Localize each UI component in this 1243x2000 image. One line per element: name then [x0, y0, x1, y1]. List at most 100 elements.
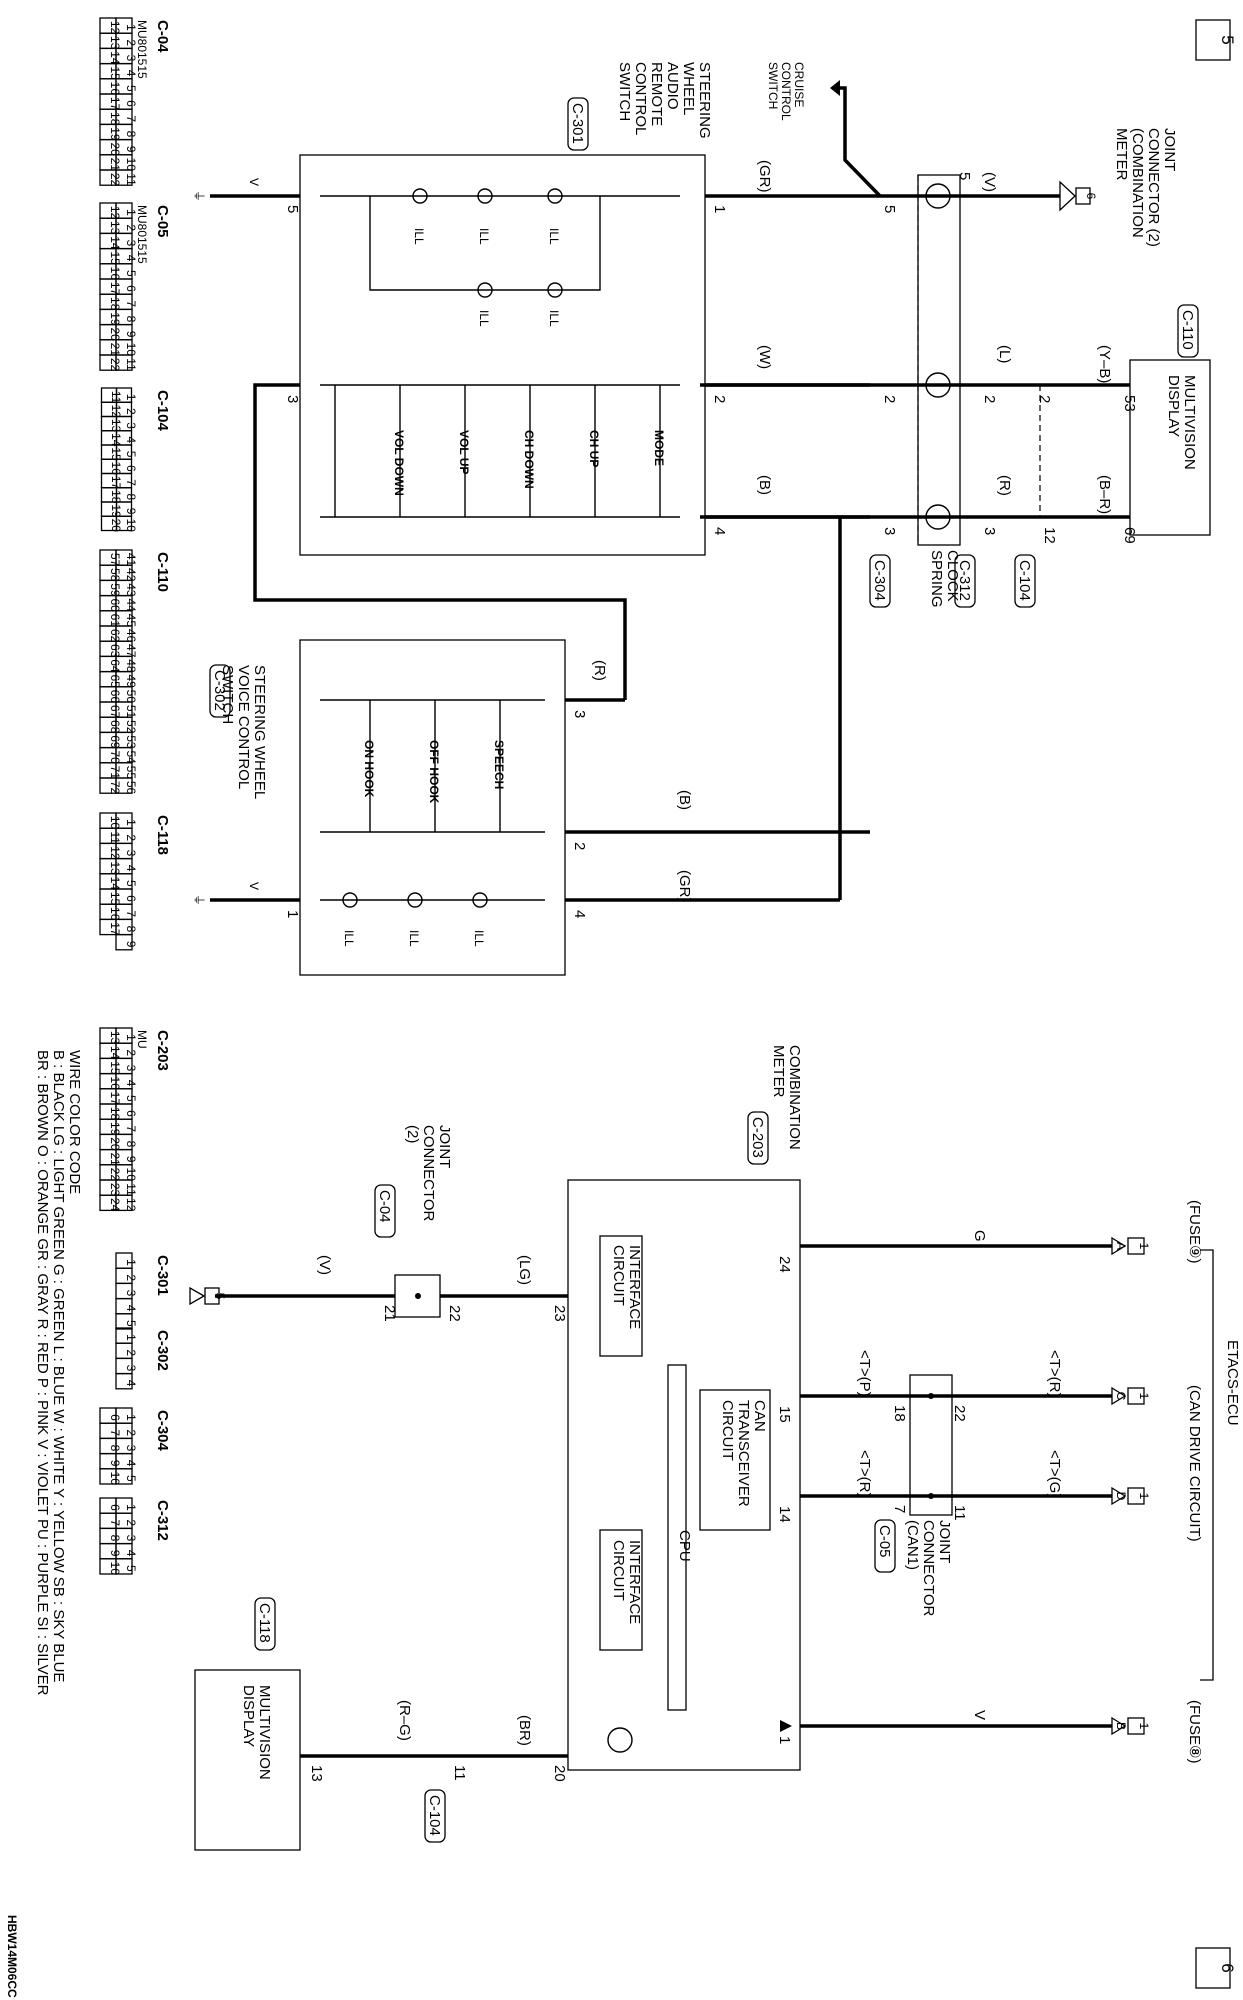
joint-dot [928, 1493, 934, 1499]
c312-tag-box [954, 554, 976, 608]
can-line: CIRCUIT [719, 1400, 736, 1461]
c203-table-label: C-203 [154, 1030, 171, 1071]
wire-cruise-branch [835, 86, 882, 198]
c304-table-label: C-304 [154, 1410, 171, 1452]
c203-pin-number: 3 [124, 1065, 138, 1072]
c301-pin-number: 4 [124, 1305, 138, 1312]
clock-spring-box [917, 174, 961, 546]
c203-tag-box [747, 1111, 769, 1165]
c304-tag: C-304 [871, 560, 888, 601]
c04-pin-number: 14 [108, 51, 122, 65]
pin-24: 24 [776, 1256, 793, 1273]
c203-part-number: MU [135, 1030, 149, 1049]
c118-pin-number: 9 [124, 941, 138, 948]
joint-conn-2-label: JOINT CONNECTOR (2) [404, 1125, 453, 1226]
ground-terminal-icon [1059, 180, 1076, 212]
etacs-label: ETACS-ECU [1224, 1340, 1241, 1426]
c304-pin-number: 10 [108, 1472, 122, 1486]
c312-tag: C-312 [956, 560, 973, 601]
pin-53: 53 [1121, 395, 1138, 412]
c110-pin-number: 47 [124, 644, 138, 658]
c203-tag: C-203 [749, 1117, 766, 1158]
if-line: INTERFACE [626, 1245, 643, 1329]
c05-pin-number: 18 [108, 297, 122, 311]
wire-l-label: (L) [996, 345, 1013, 363]
multivision-display-top-box [1129, 359, 1211, 536]
wire-w-label: (W) [756, 345, 773, 369]
c104-pin-number: 4 [124, 436, 138, 443]
c110-pin-number: 60 [108, 598, 122, 612]
c05-pin-cell [99, 354, 117, 371]
c104-pin-number: 10 [124, 519, 138, 533]
c104-pin-number: 20 [109, 519, 123, 533]
c304-pin-number: 4 [124, 1460, 138, 1467]
c203-pin-number: 13 [108, 1031, 122, 1045]
fuse9-sub: A [1114, 1242, 1128, 1250]
c203-pin-number: 1 [124, 1034, 138, 1041]
c110-pin-number: 45 [124, 614, 138, 628]
c301-pin-number: 3 [124, 1290, 138, 1297]
c312-pin-number: 8 [108, 1535, 122, 1542]
pin-1-cm: 1 [776, 1736, 793, 1744]
connector-c04: C-04MU8015151234567891011121314151617181… [99, 17, 171, 187]
c118-pin-number: 1 [124, 819, 138, 826]
connector-c203: C-203MU123456789101112131415161718192021… [99, 1027, 171, 1212]
c118-table-label: C-118 [154, 815, 171, 855]
led-icon [412, 188, 428, 204]
c312-pin-number: 5 [124, 1565, 138, 1572]
ill-label-2: ILL [477, 228, 491, 245]
c118-pin-number: 3 [124, 850, 138, 857]
wire-r-voice-label: (R) [591, 660, 608, 681]
c04-pin-number: 3 [124, 55, 138, 62]
pin-3-a: 3 [981, 527, 998, 535]
c104-pin-number: 19 [109, 504, 123, 518]
voice-line: STEERING WHEEL [251, 665, 268, 799]
c203-pin-number: 21 [108, 1152, 122, 1166]
ill-voice-3: ILL [342, 930, 356, 947]
c110-pin-number: 57 [108, 553, 122, 567]
cruise-control-label: CRUISE CONTROL SWITCH [766, 62, 806, 124]
c110-pin-number: 69 [108, 735, 122, 749]
pin-15: 15 [776, 1406, 793, 1423]
clock-line: SPRING [928, 550, 945, 608]
wire-g-label: G [971, 1230, 988, 1242]
pin-11b: 11 [451, 1765, 468, 1781]
ill-label-1: ILL [547, 228, 561, 245]
c203-pin-number: 2 [124, 1049, 138, 1056]
c110-pin-number: 42 [124, 568, 138, 582]
c104-pin-number: 18 [109, 490, 123, 504]
c104-pin-number: 17 [109, 476, 123, 490]
c312-pin-number: 4 [124, 1550, 138, 1557]
c203-pin-number: 22 [108, 1168, 122, 1182]
section-6-number: 6 [1218, 1963, 1237, 1972]
wire-tr2-label: <T>(R) [856, 1450, 873, 1498]
c203-pin-number: 11 [124, 1183, 138, 1196]
c203-pin-number: 7 [124, 1125, 138, 1132]
c104-pin-number: 9 [124, 508, 138, 515]
voice-line: SWITCH [219, 665, 236, 724]
transistor-icon [607, 1727, 633, 1753]
c118-pin-number: 6 [124, 895, 138, 902]
c04-pin-number: 5 [124, 85, 138, 92]
terminal-pin-5: 5 [213, 1293, 227, 1300]
pin-14: 14 [776, 1506, 793, 1523]
c104-pin-number: 5 [124, 451, 138, 458]
pin-2-a: 2 [1036, 395, 1053, 403]
wire-rg-label: (R–G) [396, 1700, 413, 1741]
wire-v-label: (V) [981, 172, 998, 192]
can1-line: JOINT [936, 1520, 953, 1563]
c203-pin-number: 12 [124, 1198, 138, 1212]
c05-pin-number: 14 [108, 236, 122, 250]
c203-pin-number: 23 [108, 1183, 122, 1197]
c118-pin-number: 5 [124, 880, 138, 887]
ill-label-4: ILL [547, 310, 561, 327]
switch-ch-down: CH DOWN [522, 430, 536, 489]
pin-5-audio: 5 [284, 205, 301, 213]
joint-can1-box [909, 1374, 953, 1516]
c110-pin-number: 63 [108, 644, 122, 658]
c118-pin-number: 14 [108, 877, 122, 891]
pin-3-b: 3 [881, 527, 898, 535]
